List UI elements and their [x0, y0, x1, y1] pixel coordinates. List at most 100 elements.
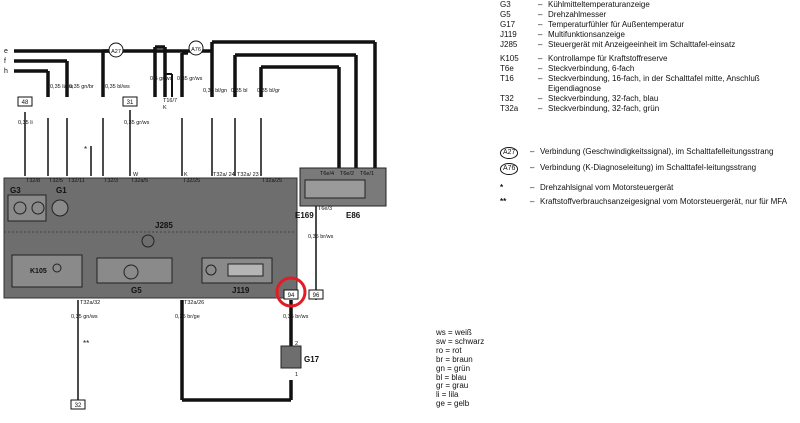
- wire-label: 0,35 bl: [231, 88, 248, 94]
- pin-label: T32a/ 23: [237, 172, 259, 178]
- color-code-line: sw = schwarz: [436, 336, 485, 346]
- pin-label: T6e/2: [340, 171, 354, 177]
- wire-label: 0,5 gr/ws: [150, 76, 173, 82]
- component-label-g5: G5: [131, 286, 142, 295]
- wiring-diagram: e f h A27 A76 48 31 94 96 32 0,35 li/sw …: [3, 40, 387, 410]
- legend-desc: Steuergerät mit Anzeigeeinheit im Schalt…: [548, 40, 736, 49]
- legend-code: K105: [500, 54, 519, 63]
- color-code-line: li = lila: [436, 390, 459, 400]
- note-symbol: *: [500, 183, 504, 192]
- legend-row: K105–Kontrollampe für Kraftstoffreserve: [500, 54, 796, 64]
- mark-star: *: [84, 145, 87, 154]
- component-label-j285: J285: [155, 221, 173, 230]
- box-48-label: 48: [22, 100, 29, 106]
- lamp-k105-box: [11, 254, 83, 288]
- legend-row: T16–Steckverbindung, 16-fach, in der Sch…: [500, 74, 796, 94]
- legend-code: J285: [500, 40, 518, 49]
- legend-code: G5: [500, 10, 511, 19]
- legend-row: J119 –Multifunktionsanzeige: [500, 30, 796, 40]
- note-symbol-label: A27: [500, 147, 519, 159]
- component-legend: G3–Kühlmitteltemperaturanzeige G5–Drehza…: [500, 0, 796, 114]
- legend-row: J285–Steuergerät mit Anzeigeeinheit im S…: [500, 40, 796, 50]
- wire-label: 0,35 gr/ws: [124, 120, 150, 126]
- legend-code: G3: [500, 0, 511, 9]
- box-94-label: 94: [288, 293, 295, 299]
- color-code-line: ge = gelb: [436, 399, 470, 409]
- legend-row: T32–Steckverbindung, 32-fach, blau: [500, 94, 796, 104]
- bus-label-f: f: [4, 58, 6, 65]
- wire-label: 0,35 gr/ws: [177, 76, 203, 82]
- component-label-e86: E86: [346, 211, 361, 220]
- legend-desc: Steckverbindung, 6-fach: [548, 64, 635, 73]
- note-symbol: A76: [500, 163, 530, 175]
- legend-dash: –: [538, 0, 543, 9]
- legend-desc: Drehzahlmesser: [548, 10, 607, 19]
- legend-dash: –: [530, 197, 535, 206]
- note-symbol-label: A76: [500, 163, 519, 175]
- bus-lines: [14, 40, 377, 402]
- wire-label: 0,35 bl/ws: [105, 84, 130, 90]
- box-48: [17, 96, 33, 107]
- component-label-e169: E169: [295, 211, 314, 220]
- component-label-j119: J119: [232, 286, 250, 295]
- legend-row: G17–Temperaturfühler für Außentemperatur: [500, 20, 796, 30]
- note-row: *–Drehzahlsignal vom Motorsteuergerät: [500, 183, 796, 193]
- box-32-label: 32: [75, 403, 82, 409]
- legend-dash: –: [538, 30, 543, 39]
- component-label-g3: G3: [10, 186, 21, 195]
- legend-desc: Temperaturfühler für Außentemperatur: [548, 20, 685, 29]
- note-symbol: **: [500, 197, 507, 206]
- pin-label: T6e/1: [360, 171, 374, 177]
- wire-label: 0,35 li/sw: [50, 84, 73, 90]
- color-code-line: ro = rot: [436, 345, 462, 355]
- pin-label: W: [133, 172, 139, 178]
- cluster-symbol: [141, 234, 155, 248]
- box-31: [122, 96, 138, 107]
- note-desc: Verbindung (K-Diagnoseleitung) im Schalt…: [540, 163, 757, 172]
- color-code-line: gn = grün: [436, 363, 471, 373]
- legend-row: G3–Kühlmitteltemperaturanzeige: [500, 0, 796, 10]
- pin-label: K: [163, 105, 167, 111]
- connector-a27: [108, 42, 124, 58]
- legend-dash: –: [530, 147, 535, 156]
- legend-code: G17: [500, 20, 516, 29]
- connector-a76-label: A76: [191, 47, 201, 53]
- pin-label: T32/3: [104, 178, 118, 184]
- gauge-g5-box: [96, 257, 173, 284]
- wire-label: 0,35 gn/br: [69, 84, 94, 90]
- connector-a76: [188, 40, 204, 56]
- pin-label: 2: [295, 341, 298, 347]
- legend-row: G5–Drehzahlmesser: [500, 10, 796, 20]
- legend-dash: –: [538, 94, 543, 103]
- note-desc: Verbindung (Geschwindigkeitssignal), im …: [540, 147, 774, 156]
- sensor-g17: [280, 345, 302, 369]
- note-symbol: A27: [500, 147, 530, 159]
- gauge-g1: [51, 199, 69, 217]
- note-desc: Kraftstoffverbrauchsanzeigesignal vom Mo…: [540, 197, 788, 206]
- legend-dash: –: [530, 183, 535, 192]
- bus-label-h: h: [4, 68, 8, 75]
- legend-desc: Steckverbindung, 32-fach, grün: [548, 104, 660, 113]
- wire-label: 0,35 br/ws: [308, 234, 334, 240]
- legend-code: J119: [500, 30, 517, 39]
- box-32: [70, 399, 86, 410]
- pin-label: T32a/5: [131, 178, 148, 184]
- legend-dash: –: [538, 64, 543, 73]
- wire-label: 0,35 li: [18, 120, 33, 126]
- wire-label: 0,35 bl/gr: [257, 88, 280, 94]
- mark-double-star: **: [83, 339, 89, 348]
- legend-desc: Kontrollampe für Kraftstoffreserve: [548, 54, 668, 63]
- legend-row: T6e–Steckverbindung, 6-fach: [500, 64, 796, 74]
- box-31-label: 31: [127, 100, 134, 106]
- legend-desc: Multifunktionsanzeige: [548, 30, 625, 39]
- pin-label: T6e/4: [320, 171, 334, 177]
- legend-dash: –: [530, 163, 535, 172]
- pin-label: T32a/25: [262, 178, 282, 184]
- box-94: [283, 289, 299, 300]
- wire-label: 0,35 gn/ws: [71, 314, 98, 320]
- pin-label: 1: [295, 372, 298, 378]
- pin-label: T32/8: [26, 178, 40, 184]
- legend-code: T32: [500, 94, 514, 103]
- connector-a27-label: A27: [111, 49, 121, 55]
- color-code-line: br = braun: [436, 354, 473, 364]
